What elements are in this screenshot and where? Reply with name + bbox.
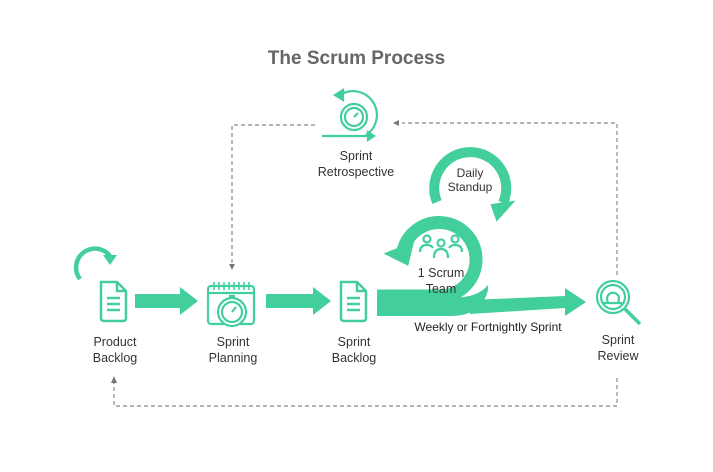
magnifier-cycle-icon: [595, 279, 642, 326]
arrowhead-retro: [393, 120, 399, 126]
dashed-retro-to-planning: [231, 124, 315, 265]
arrowhead-planning: [229, 264, 235, 270]
daily-standup-loop: [429, 147, 516, 222]
arrowhead-product-backlog: [111, 376, 117, 383]
team-icon: [418, 234, 464, 259]
diagram-title: The Scrum Process: [267, 48, 446, 69]
sprint-loop: [377, 216, 483, 303]
label-sprint-planning: Sprint Planning: [208, 335, 258, 365]
document-icon: [99, 280, 128, 323]
label-scrum-team: 1 Scrum Team: [417, 266, 465, 296]
sprint-loop-base: [377, 285, 488, 316]
label-sprint-backlog: Sprint Backlog: [331, 335, 377, 365]
stopwatch-cycle-icon: [322, 88, 378, 143]
dashed-review-to-retro: [402, 122, 618, 275]
label-product-backlog: Product Backlog: [92, 335, 138, 365]
document-icon: [339, 280, 368, 323]
label-daily-standup: Daily Standup: [447, 166, 493, 194]
label-sprint-review: Sprint Review: [597, 333, 639, 363]
calendar-stopwatch-icon: [206, 282, 256, 328]
dashed-review-to-product-backlog: [113, 378, 618, 407]
label-sprint-duration: Weekly or Fortnightly Sprint: [414, 320, 562, 334]
flow-arrow-to-review: [470, 288, 586, 316]
label-sprint-retrospective: Sprint Retrospective: [317, 149, 395, 179]
flow-arrow-1: [135, 287, 198, 315]
flow-arrow-2: [266, 287, 331, 315]
cycle-arrow-icon: [73, 246, 117, 281]
